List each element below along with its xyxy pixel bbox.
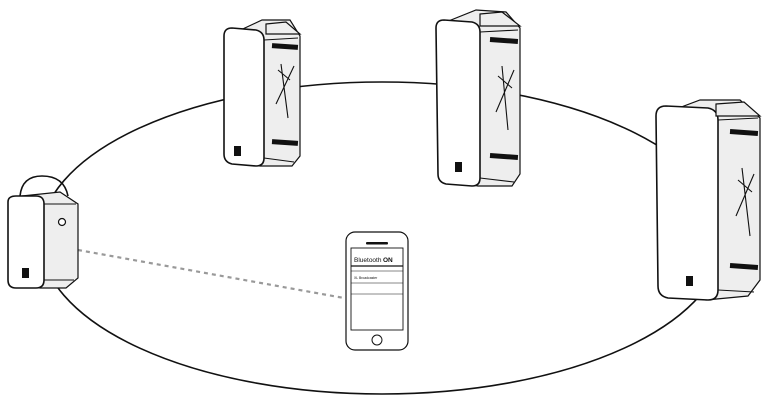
phone-screen (350, 247, 404, 331)
speaker-handle-icon (19, 175, 69, 197)
speaker-logo-icon-2 (495, 65, 515, 131)
smartphone: Bluetooth ON XL Broadcaster (345, 231, 409, 351)
speaker-2 (435, 9, 522, 187)
speaker-logo-icon (275, 63, 295, 119)
speaker-badge-icon (234, 146, 241, 156)
speaker-logo-icon-3 (735, 167, 755, 237)
home-button-icon[interactable] (371, 334, 383, 346)
bluetooth-connection-line (77, 248, 345, 300)
bluetooth-toggle-state[interactable]: ON (383, 257, 393, 264)
paired-device-entry[interactable]: XL Broadcaster (354, 276, 378, 280)
speaker-1 (223, 19, 302, 167)
speaker-3 (655, 99, 762, 301)
speaker-badge-icon-3 (686, 276, 693, 286)
speaker-compact (7, 175, 79, 289)
speaker-badge-icon-2 (455, 162, 462, 172)
bluetooth-setting-label: Bluetooth (354, 257, 382, 264)
speaker-port-icon (57, 217, 67, 227)
phone-speaker-slot (366, 242, 388, 245)
speaker-badge-icon-4 (22, 268, 29, 278)
